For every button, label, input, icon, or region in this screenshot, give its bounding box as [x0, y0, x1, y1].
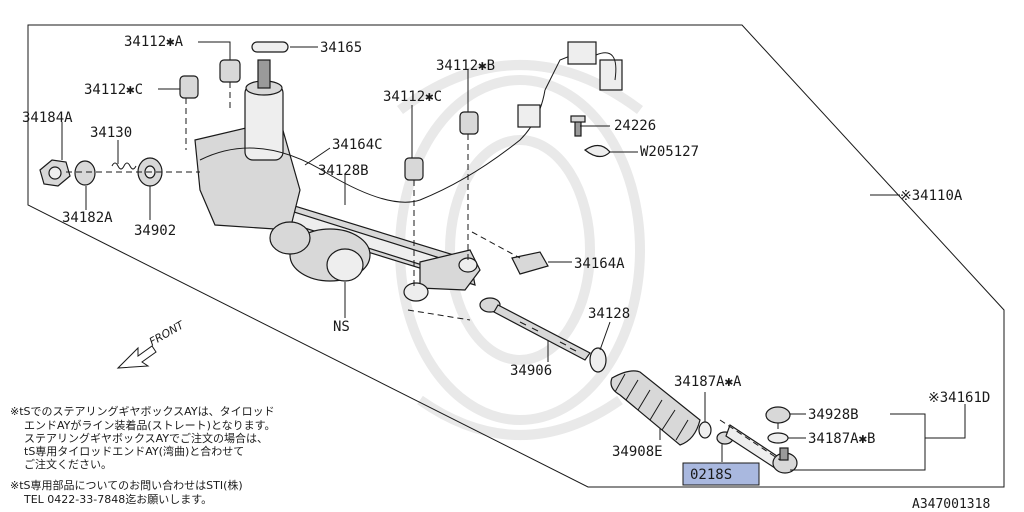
label-34130: 34130: [90, 125, 132, 141]
note-line-5: ご注文ください。: [24, 457, 112, 471]
label-24226: 24226: [614, 118, 656, 134]
label-34908E: 34908E: [612, 444, 663, 460]
wiring-connector: [517, 41, 623, 128]
tie-rod-34906: [479, 297, 591, 361]
label-34112B: 34112✱B: [436, 58, 495, 74]
bolt-24226: [570, 115, 586, 137]
label-34182A: 34182A: [62, 210, 113, 226]
label-34165: 34165: [320, 40, 362, 56]
label-34112C-mid: 34112✱C: [383, 89, 442, 105]
clamp-34128: [589, 347, 607, 373]
clip-34187A-B: [767, 432, 789, 444]
label-34164C: 34164C: [332, 137, 383, 153]
label-34112C-left: 34112✱C: [84, 82, 143, 98]
label-34112A: 34112✱A: [124, 34, 184, 50]
gasket-34165: [251, 41, 289, 53]
label-34928B: 34928B: [808, 407, 859, 423]
note-line-6: ※tS専用部品についてのお問い合わせはSTI(株): [10, 478, 243, 492]
bushing-34112B: [459, 111, 479, 135]
boot-34908E: [610, 370, 701, 446]
note-line-7: TEL 0422-33-7848迄お願いします。: [23, 492, 212, 506]
front-label: FRONT: [147, 318, 187, 349]
label-34902: 34902: [134, 223, 176, 239]
clip-34187A-A: [698, 421, 712, 439]
clip-w205127: [583, 144, 611, 158]
note-line-4: tS専用タイロッドエンドAY(湾曲)と合わせて: [24, 444, 244, 458]
diagram-boundary: [27, 24, 1005, 488]
label-34128B: 34128B: [318, 163, 369, 179]
label-34164A: 34164A: [574, 256, 625, 272]
front-arrow: FRONT: [116, 318, 187, 369]
note-line-1: ※tSでのステアリングギヤボックスAYは、タイロッド: [10, 404, 275, 418]
label-34184A: 34184A: [22, 110, 73, 126]
label-34110A: ※34110A: [900, 188, 963, 204]
bushing-34112C-mid: [404, 157, 424, 181]
bushing-34112A: [219, 59, 241, 83]
label-34187A-B: 34187A✱B: [808, 431, 875, 447]
reference-code: A347001318: [912, 497, 990, 512]
label-34161D: ※34161D: [928, 390, 990, 406]
hose-line: [199, 89, 546, 203]
tie-rod-end: [725, 424, 798, 474]
label-34128: 34128: [588, 306, 630, 322]
note-line-2: エンドAYがライン装着品(ストレート)となります。: [24, 418, 276, 432]
bushing-34112C-left: [179, 75, 199, 99]
part-labels: 34112✱A 34165 34112✱C 34112✱B 34112✱C 24…: [22, 34, 990, 460]
seal-34928B: [765, 406, 791, 424]
label-w205127: W205127: [640, 144, 699, 160]
leader-lines: [61, 41, 966, 471]
note-line-3: ステアリングギヤボックスAYでご注文の場合は、: [24, 431, 268, 445]
bracket-34164A: [511, 251, 549, 275]
label-34187A-A: 34187A✱A: [674, 374, 742, 390]
label-ns: NS: [333, 319, 350, 335]
steering-gearbox-assembly: [194, 59, 481, 302]
highlighted-part-0218S[interactable]: 0218S: [682, 462, 760, 486]
label-0218S: 0218S: [690, 467, 732, 483]
label-34906: 34906: [510, 363, 552, 379]
notes-block: ※tSでのステアリングギヤボックスAYは、タイロッド エンドAYがライン装着品(…: [10, 404, 276, 506]
